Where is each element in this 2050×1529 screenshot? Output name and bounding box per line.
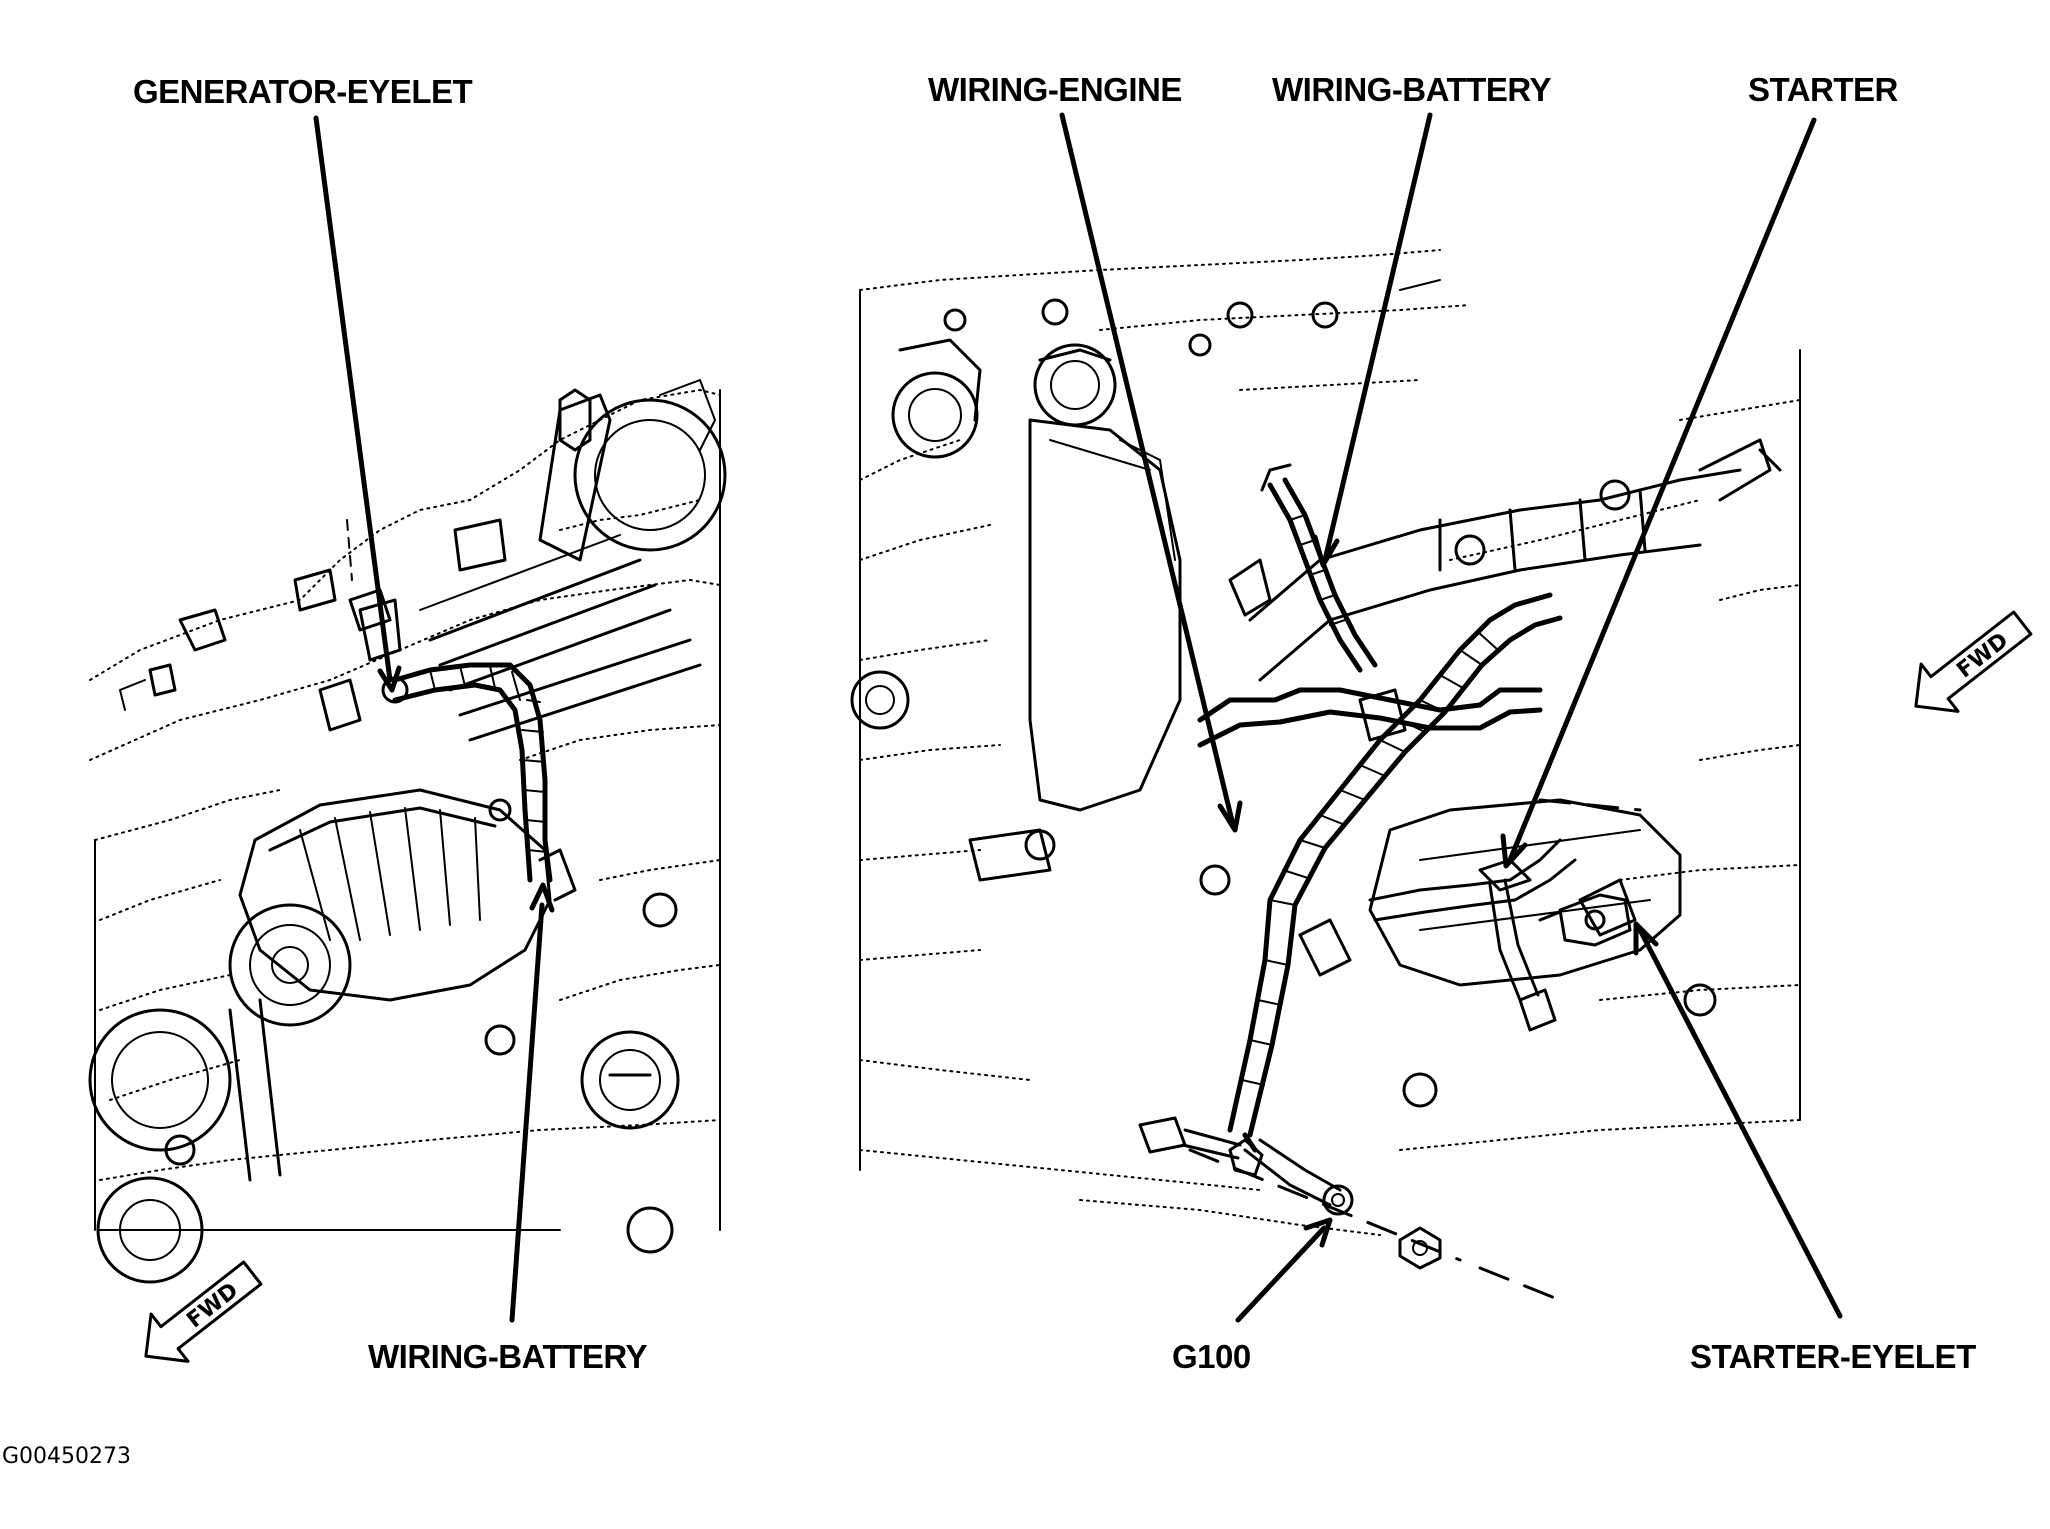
fwd-arrow-right: FWD	[1914, 610, 2033, 713]
label-wiring-battery-right: WIRING-BATTERY	[1272, 71, 1551, 108]
label-starter-eyelet: STARTER-EYELET	[1690, 1338, 1976, 1375]
fwd-arrow-left: FWD	[144, 1260, 263, 1363]
label-wiring-engine: WIRING-ENGINE	[928, 71, 1182, 108]
right-leader-lines	[1059, 112, 1843, 1323]
label-starter: STARTER	[1748, 71, 1898, 108]
figure-id: G00450273	[2, 1444, 132, 1469]
left-engine-view	[88, 379, 727, 1284]
label-g100: G100	[1172, 1338, 1251, 1375]
label-wiring-battery-left: WIRING-BATTERY	[368, 1338, 647, 1375]
right-engine-view	[850, 249, 1801, 1302]
label-generator-eyelet: GENERATOR-EYELET	[133, 73, 473, 110]
left-leader-lines	[313, 115, 555, 1323]
